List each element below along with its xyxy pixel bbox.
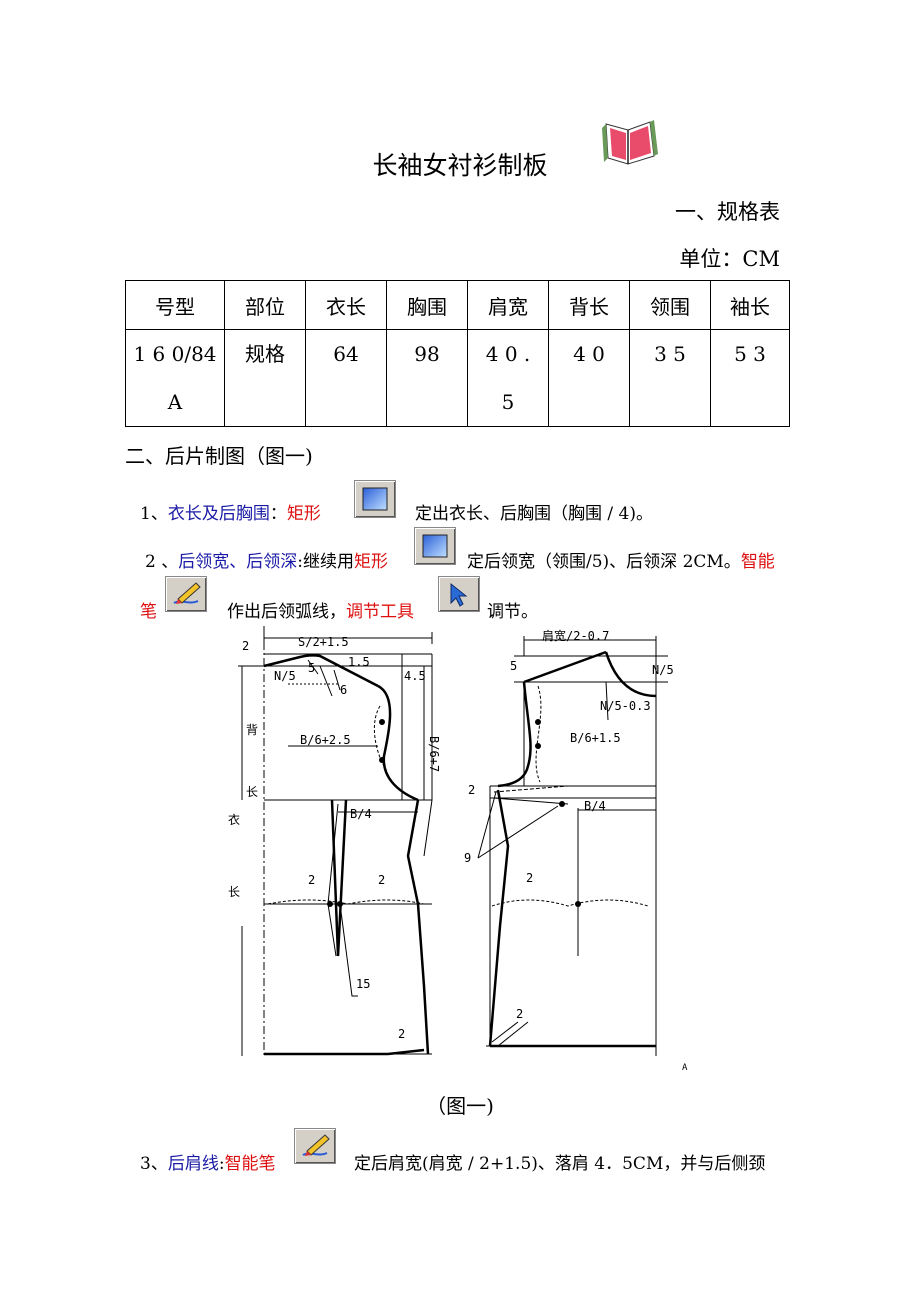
table-header: 胸围 — [386, 280, 468, 330]
step-name: 后领宽、后领深 — [178, 552, 298, 572]
step-name: 后肩线 — [167, 1154, 219, 1174]
step-3: 3、后肩线:智能笔 — [140, 1149, 276, 1174]
step-colon: :继续用 — [297, 552, 354, 572]
step-2-desc2: 作出后领弧线，调节工具 — [227, 597, 414, 622]
cell-line: 4 0 . — [485, 342, 531, 366]
figure-label: 2 — [398, 1027, 405, 1041]
figure-label: S/2+1.5 — [298, 635, 349, 649]
table-header: 背长 — [548, 280, 630, 330]
tool-name: 调节工具 — [346, 602, 414, 622]
table-header: 号型 — [125, 280, 225, 330]
step-3-desc: 定后肩宽(肩宽 / 2+1.5)、落肩 4．5CM，并与后侧颈 — [354, 1154, 766, 1174]
figure-label: B/6+7 — [427, 736, 441, 772]
table-cell: 5 3 — [710, 329, 790, 427]
figure-label: 1.5 — [348, 655, 370, 669]
figure-label: A — [682, 1063, 688, 1073]
doc-title: 长袖女衬衫制板 — [372, 151, 548, 180]
figure-label: N/5 — [274, 669, 296, 683]
figure-label: B/4 — [350, 807, 372, 821]
figure-label: 2 — [378, 873, 385, 887]
cell-line: A — [167, 390, 183, 414]
table-header: 部位 — [224, 280, 306, 330]
figure-label: 5 — [510, 659, 517, 673]
figure-label: N/5-0.3 — [600, 699, 651, 713]
tool-name: 笔 — [140, 602, 157, 622]
step-1: 1、衣长及后胸围：矩形 — [140, 499, 321, 524]
figure-label: 长 — [246, 785, 258, 799]
tool-name: 矩形 — [353, 552, 388, 572]
step-2: 2 、后领宽、后领深:继续用矩形 — [145, 547, 388, 572]
table-header-row: 号型 部位 衣长 胸围 肩宽 背长 领围 袖长 — [125, 280, 790, 330]
table-cell: 3 5 — [629, 329, 711, 427]
table-header: 衣长 — [305, 280, 387, 330]
cell-line: 3 5 — [654, 342, 686, 366]
cell-line: 1 6 0/84 — [133, 342, 217, 366]
table-cell: 4 0 — [548, 329, 630, 427]
step-1-desc: 定出衣长、后胸围（胸围 / 4)。 — [415, 504, 653, 524]
table-header: 肩宽 — [467, 280, 549, 330]
step-desc: 定后领宽（领围/5)、后领深 2CM。 — [467, 552, 741, 572]
smart-pen-tool-icon[interactable] — [165, 576, 207, 612]
step-colon: ： — [269, 504, 287, 524]
figure-label: 长 — [228, 885, 240, 899]
tool-name: 智能 — [740, 552, 775, 572]
figure-label: 2 — [308, 873, 315, 887]
step-number: 2 、 — [145, 552, 179, 572]
unit-label: 单位：CM — [679, 247, 780, 271]
cell-line: 规格 — [245, 342, 285, 366]
figure-label: B/4 — [584, 799, 606, 813]
section-heading: 一、规格表 — [675, 200, 780, 224]
table-cell: 98 — [386, 329, 468, 427]
table-cell: 64 — [305, 329, 387, 427]
tool-name: 智能笔 — [224, 1154, 276, 1174]
figure-label: 2 — [468, 783, 475, 797]
step-number: 3、 — [140, 1154, 168, 1174]
step-2-desc3: 调节。 — [487, 602, 538, 622]
table-cell: 规格 — [224, 329, 306, 427]
table-header: 领围 — [629, 280, 711, 330]
figure-label: 衣 — [228, 812, 240, 827]
figure-label: 15 — [356, 977, 370, 991]
cell-line: 4 0 — [573, 342, 605, 366]
figure-label: 6 — [340, 683, 347, 697]
figure-label: B/6+1.5 — [570, 731, 621, 745]
rectangle-tool-icon[interactable] — [354, 480, 396, 518]
figure-label: 5 — [308, 661, 315, 675]
step-desc: 作出后领弧线， — [227, 602, 346, 622]
figure-caption: （图一) — [426, 1094, 494, 1118]
step-name: 衣长及后胸围 — [167, 504, 270, 524]
step-colon: : — [218, 1154, 225, 1174]
figure-label: B/6+2.5 — [300, 733, 351, 747]
figure-label: 2 — [242, 639, 249, 653]
figure-label: 9 — [464, 851, 471, 865]
section-heading: 二、后片制图（图一) — [125, 444, 313, 468]
figure-label: 2 — [516, 1007, 523, 1021]
figure-label: 背 — [246, 723, 258, 737]
rectangle-tool-icon[interactable] — [414, 527, 456, 565]
figure-label: 2 — [526, 871, 533, 885]
tool-name: 矩形 — [286, 504, 321, 524]
cell-line: 64 — [333, 342, 359, 366]
cell-line: 98 — [414, 342, 440, 366]
book-icon — [602, 120, 658, 165]
figure-label: 4.5 — [404, 669, 426, 683]
step-number: 1、 — [140, 504, 168, 524]
pattern-diagram: 2 S/2+1.5 N/5 5 1.5 6 4.5 B/6+7 背 长 衣 长 … — [228, 626, 688, 1073]
smart-pen-tool-icon[interactable] — [294, 1128, 336, 1164]
figure-label: 肩宽/2-0.7 — [542, 628, 609, 643]
cell-line: 5 3 — [734, 342, 766, 366]
cell-line: 5 — [501, 390, 515, 414]
table-header: 袖长 — [710, 280, 790, 330]
table-cell: 4 0 . 5 — [467, 329, 549, 427]
figure-label: N/5 — [652, 663, 674, 677]
step-2-desc: 定后领宽（领围/5)、后领深 2CM。智能 — [467, 547, 775, 572]
adjust-tool-icon[interactable] — [438, 576, 480, 612]
